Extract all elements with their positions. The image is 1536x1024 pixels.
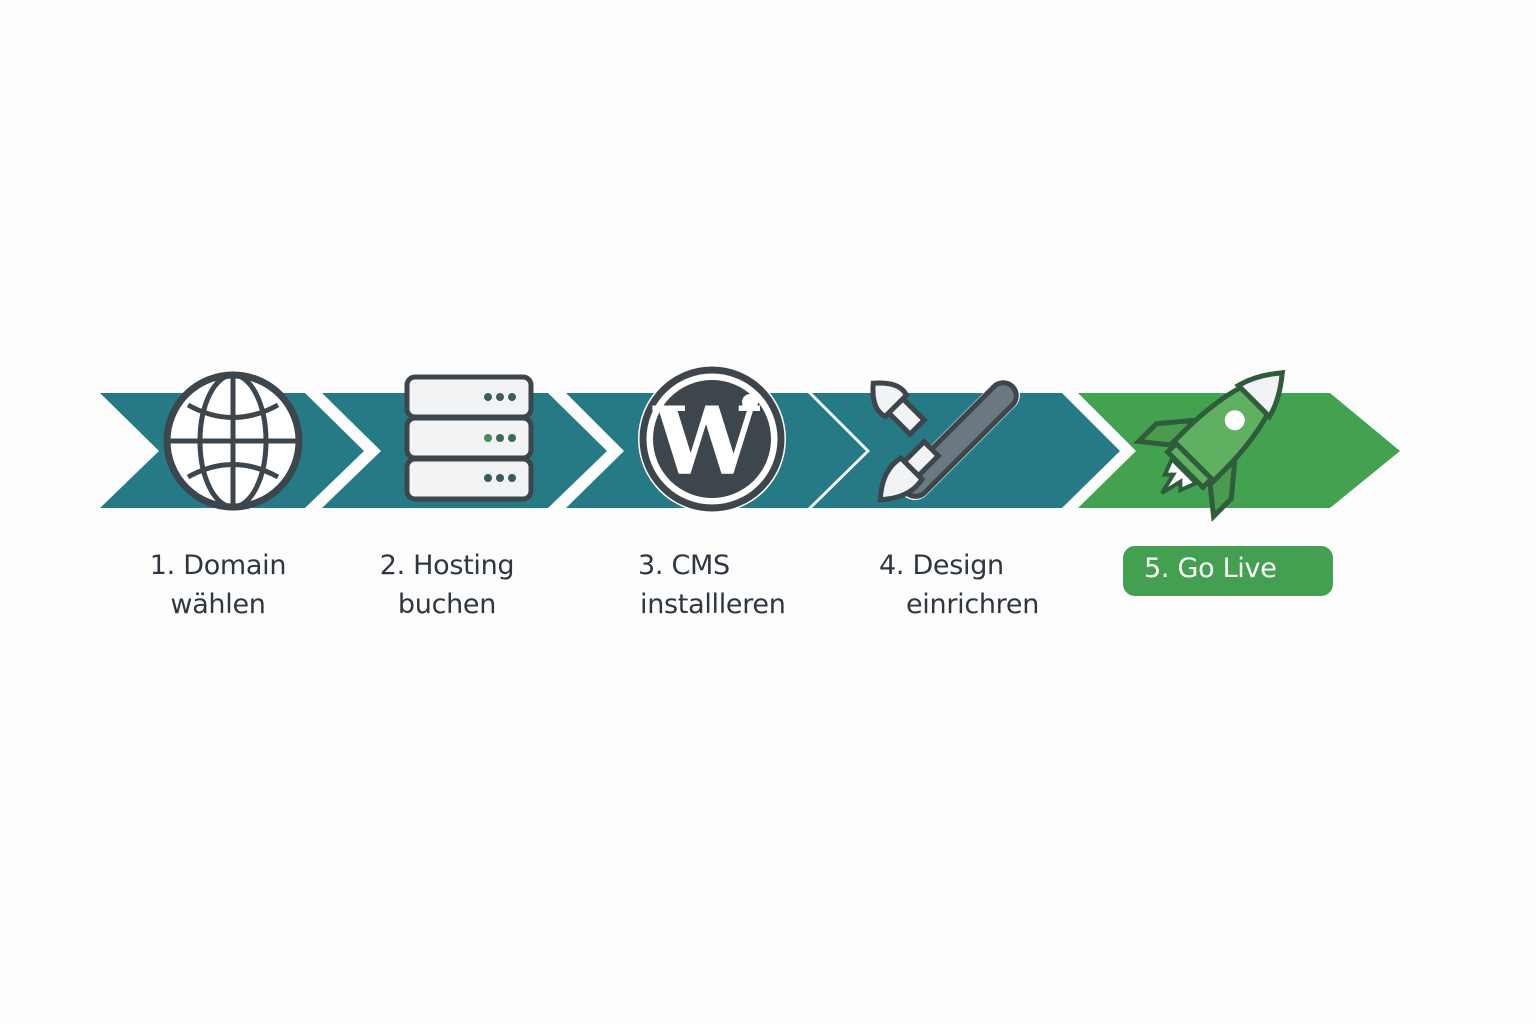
server-led-row-2 (484, 434, 516, 442)
step-2-label: 2. Hosting buchen (352, 546, 542, 624)
step-2-title: 2. Hosting (379, 550, 515, 581)
step-1-subtitle: wählen (170, 589, 266, 620)
wordpress-icon: W (638, 365, 786, 513)
step-1-title: 1. Domain (149, 550, 287, 581)
server-led-row-1 (484, 393, 516, 401)
step-1-label: 1. Domain wählen (123, 546, 313, 624)
step-3-title: 3. CMS (638, 550, 730, 581)
server-led-row-3 (484, 474, 516, 482)
globe-icon (163, 371, 303, 511)
server-icon (404, 374, 534, 502)
brush-pencil-icon (870, 379, 1020, 503)
step-5-badge-go-live: 5. Go Live (1123, 546, 1333, 596)
step-4-subtitle: einrichren (906, 589, 1040, 620)
step-4-label: 4. Design einrichren (870, 546, 1070, 624)
step-3-label: 3. CMS installleren (618, 546, 818, 624)
step-3-subtitle: installleren (640, 589, 786, 620)
step-4-title: 4. Design (879, 550, 1004, 581)
rocket-icon (1133, 369, 1286, 522)
step-5-title: 5. Go Live (1144, 553, 1277, 584)
step-2-subtitle: buchen (397, 589, 497, 620)
svg-text:W: W (652, 387, 760, 497)
